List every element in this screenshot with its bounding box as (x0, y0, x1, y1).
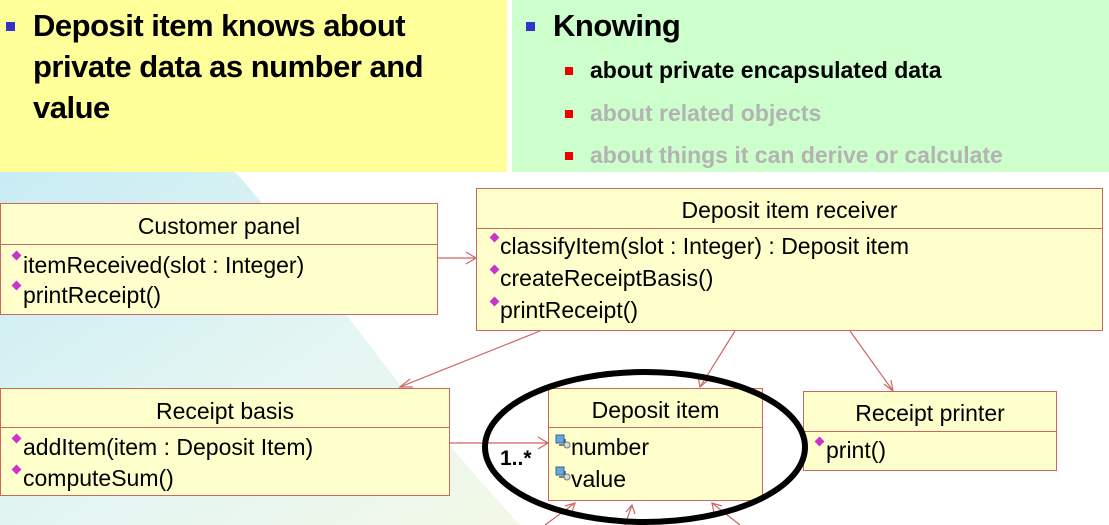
operation-create-receipt-basis: createReceiptBasis() (500, 265, 714, 291)
multiplicity-label: 1..* (500, 447, 532, 470)
attribute-number: number (571, 434, 649, 460)
bullet-icon (526, 22, 535, 31)
left-heading-line-1: Deposit item knows about (33, 8, 406, 43)
left-note-panel (0, 0, 507, 172)
operation-classify-item: classifyItem(slot : Integer) : Deposit i… (500, 233, 910, 259)
class-receipt-basis[interactable]: Receipt basis addItem(item : Deposit Ite… (0, 388, 450, 496)
operation-compute-sum: computeSum() (23, 465, 174, 491)
operation-item-received: itemReceived(slot : Integer) (23, 252, 305, 278)
attribute-value: value (571, 466, 626, 492)
operation-print-receipt: printReceipt() (500, 297, 639, 323)
divider (477, 228, 1102, 229)
class-customer-panel[interactable]: Customer panel itemReceived(slot : Integ… (0, 203, 438, 315)
divider (804, 431, 1056, 432)
class-deposit-item[interactable]: Deposit item number value (548, 388, 763, 501)
knowing-heading: Knowing (553, 8, 681, 43)
divider (1, 244, 437, 245)
knowing-item-derive-calculate: about things it can derive or calculate (590, 142, 1003, 168)
bullet-icon (6, 22, 15, 31)
divider (1, 427, 449, 428)
operation-print-receipt: printReceipt() (23, 282, 162, 308)
class-name: Deposit item (591, 397, 720, 423)
class-name: Receipt basis (155, 398, 295, 424)
class-name: Receipt printer (855, 400, 1005, 426)
class-name: Deposit item receiver (681, 197, 898, 223)
left-heading-line-2: private data as number and (33, 49, 424, 84)
private-attribute-icon (555, 466, 571, 481)
knowing-item-private-data: about private encapsulated data (590, 57, 942, 83)
bullet-icon (565, 67, 573, 75)
right-note-panel (512, 0, 1109, 172)
bullet-icon (565, 152, 573, 160)
operation-add-item: addItem(item : Deposit Item) (23, 434, 314, 460)
left-heading-line-3: value (33, 90, 110, 125)
private-attribute-icon (555, 434, 571, 449)
divider (549, 427, 762, 428)
knowing-item-related-objects: about related objects (590, 100, 822, 126)
class-name: Customer panel (137, 213, 301, 239)
bullet-icon (565, 110, 573, 118)
operation-print: print() (826, 437, 887, 463)
class-deposit-item-receiver[interactable]: Deposit item receiver classifyItem(slot … (476, 188, 1103, 331)
